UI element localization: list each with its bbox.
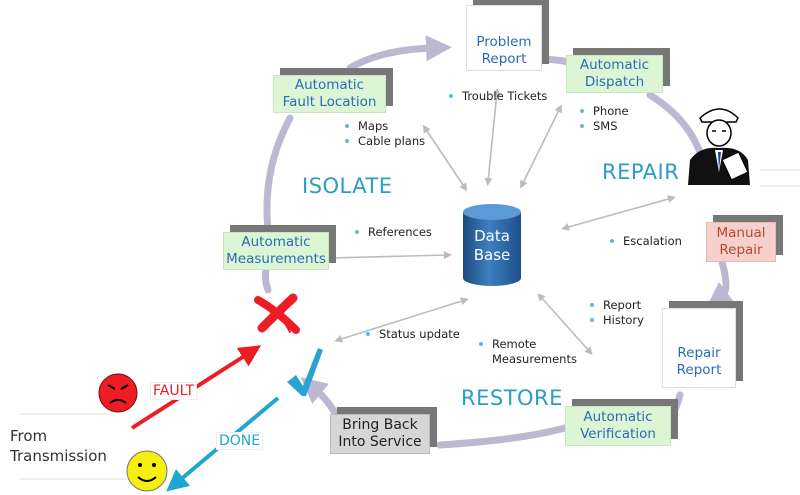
engineer-icon xyxy=(688,108,750,185)
repair-report-box: Repair Report xyxy=(662,308,736,388)
cycle-arc-verification-to-bring-back xyxy=(436,424,569,449)
automatic-measurements-box: Automatic Measurements xyxy=(223,232,329,270)
link-problem-database xyxy=(484,88,501,186)
cycle-arc-dispatch-to-repair xyxy=(646,91,706,162)
cycle-arc-repair-to-report xyxy=(706,258,735,309)
repair-report-label: Repair Report xyxy=(676,345,722,378)
cycle-arc-cross-to-measurements xyxy=(261,266,272,294)
database-text: Data Base xyxy=(473,227,511,264)
smiley-face-icon xyxy=(126,450,168,492)
link-fault-location-database xyxy=(422,124,468,192)
cycle-arc-report-to-verification xyxy=(666,391,684,422)
link-measurements-database xyxy=(326,251,452,262)
data-links xyxy=(326,88,676,355)
bring-back-into-service-label: Bring Back Into Service xyxy=(338,417,422,450)
bullet-remote-measurements: Remote Measurements xyxy=(479,337,577,367)
manual-repair-box: Manual Repair xyxy=(706,222,776,262)
done-label: DONE xyxy=(216,432,264,450)
database-label: Data Base xyxy=(463,226,521,266)
angry-face-icon xyxy=(98,373,138,413)
bullet-maps-cable-plans: Maps Cable plans xyxy=(345,119,425,149)
bullet-report-history: Report History xyxy=(590,298,644,328)
automatic-dispatch-box: Automatic Dispatch xyxy=(566,55,663,93)
bullet-escalation: Escalation xyxy=(610,234,682,249)
automatic-verification-label: Automatic Verification xyxy=(580,409,656,442)
link-status-database xyxy=(334,297,469,343)
bullet-status-update: Status update xyxy=(366,327,460,342)
stage-restore: RESTORE xyxy=(461,386,563,410)
bullet-phone-sms: Phone SMS xyxy=(580,104,629,134)
database-icon xyxy=(463,204,521,286)
link-report-database xyxy=(537,293,593,355)
automatic-fault-location-box: Automatic Fault Location xyxy=(273,75,386,113)
bring-back-into-service-box: Bring Back Into Service xyxy=(330,414,430,454)
automatic-verification-box: Automatic Verification xyxy=(565,406,671,446)
checkmark-icon xyxy=(287,348,323,396)
cycle-arc-measurements-to-fault-location xyxy=(263,114,294,234)
link-dispatch-database xyxy=(520,104,562,189)
bullet-references: References xyxy=(355,225,432,240)
cross-icon xyxy=(254,293,300,334)
bullet-trouble-tickets: Trouble Tickets xyxy=(449,89,547,104)
automatic-fault-location-label: Automatic Fault Location xyxy=(282,77,377,110)
link-repair-database xyxy=(561,195,676,231)
problem-report-box: Problem Report xyxy=(466,5,542,71)
from-transmission-label: From Transmission xyxy=(10,427,107,465)
stage-isolate: ISOLATE xyxy=(302,174,393,198)
manual-repair-label: Manual Repair xyxy=(716,225,766,258)
cycle-arc-fault-location-to-problem xyxy=(346,35,452,72)
stage-repair: REPAIR xyxy=(602,160,680,184)
automatic-measurements-label: Automatic Measurements xyxy=(226,234,326,267)
problem-report-label: Problem Report xyxy=(476,34,532,67)
fault-label: FAULT xyxy=(150,382,198,400)
automatic-dispatch-label: Automatic Dispatch xyxy=(579,57,650,90)
